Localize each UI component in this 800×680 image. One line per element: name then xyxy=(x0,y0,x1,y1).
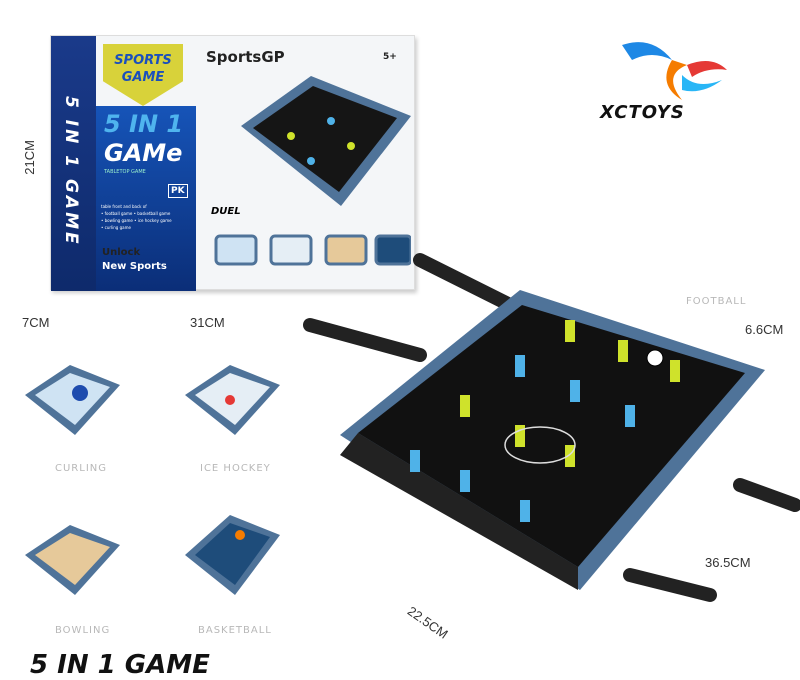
pk-feature: PK xyxy=(168,184,188,198)
cta-line-2: New Sports xyxy=(102,261,167,272)
product-box: 5 IN 1 GAME SPORTS GAME 5 IN 1 GAMe TABL… xyxy=(50,35,415,291)
bowling-label: BOWLING xyxy=(55,625,111,636)
box-front-panel: 5 IN 1 GAMe TABLETOP GAME PK table front… xyxy=(96,106,196,291)
basketball-label: BASKETBALL xyxy=(198,625,272,636)
box-spine: 5 IN 1 GAME xyxy=(51,36,96,291)
foosball-table-image xyxy=(303,253,800,602)
ice-hockey-label: ICE HOCKEY xyxy=(200,463,271,474)
xctoys-logo-icon xyxy=(622,42,727,100)
box-width-label: 31CM xyxy=(190,315,225,330)
bowling-table-image xyxy=(25,525,120,595)
curling-table-image xyxy=(25,365,120,435)
table-length-label: 36.5CM xyxy=(705,555,751,570)
box-height-label: 21CM xyxy=(22,140,37,175)
unlock-cta: Unlock New Sports xyxy=(102,246,167,274)
logo-text: XCTOYS xyxy=(600,102,685,123)
box-depth-label: 7CM xyxy=(22,315,50,330)
badge-text: SPORTS GAME xyxy=(114,53,172,85)
title-line-1: 5 IN 1 xyxy=(104,110,184,138)
box-title: 5 IN 1 GAMe TABLETOP GAME xyxy=(104,110,183,176)
football-label: FOOTBALL xyxy=(686,296,747,307)
spine-text: 5 IN 1 GAME xyxy=(61,96,81,247)
sports-game-badge: SPORTS GAME xyxy=(103,44,183,106)
age-rating: 5+ xyxy=(383,52,397,62)
cta-line-1: Unlock xyxy=(102,247,141,258)
ice-hockey-table-image xyxy=(185,365,280,435)
brand-name: SportsGP xyxy=(206,48,285,66)
duel-label: DUEL xyxy=(211,206,241,217)
basketball-table-image xyxy=(185,515,280,595)
box-table-image xyxy=(241,76,411,206)
title-line-2: GAMe xyxy=(104,139,183,167)
table-height-label: 6.6CM xyxy=(745,322,784,337)
games-list: table front and back of • football game … xyxy=(101,204,172,230)
box-subtitle: TABLETOP GAME xyxy=(104,169,146,175)
curling-label: CURLING xyxy=(55,463,107,474)
bottom-title: 5 IN 1 GAME xyxy=(30,650,210,680)
box-mini-games xyxy=(214,234,411,266)
